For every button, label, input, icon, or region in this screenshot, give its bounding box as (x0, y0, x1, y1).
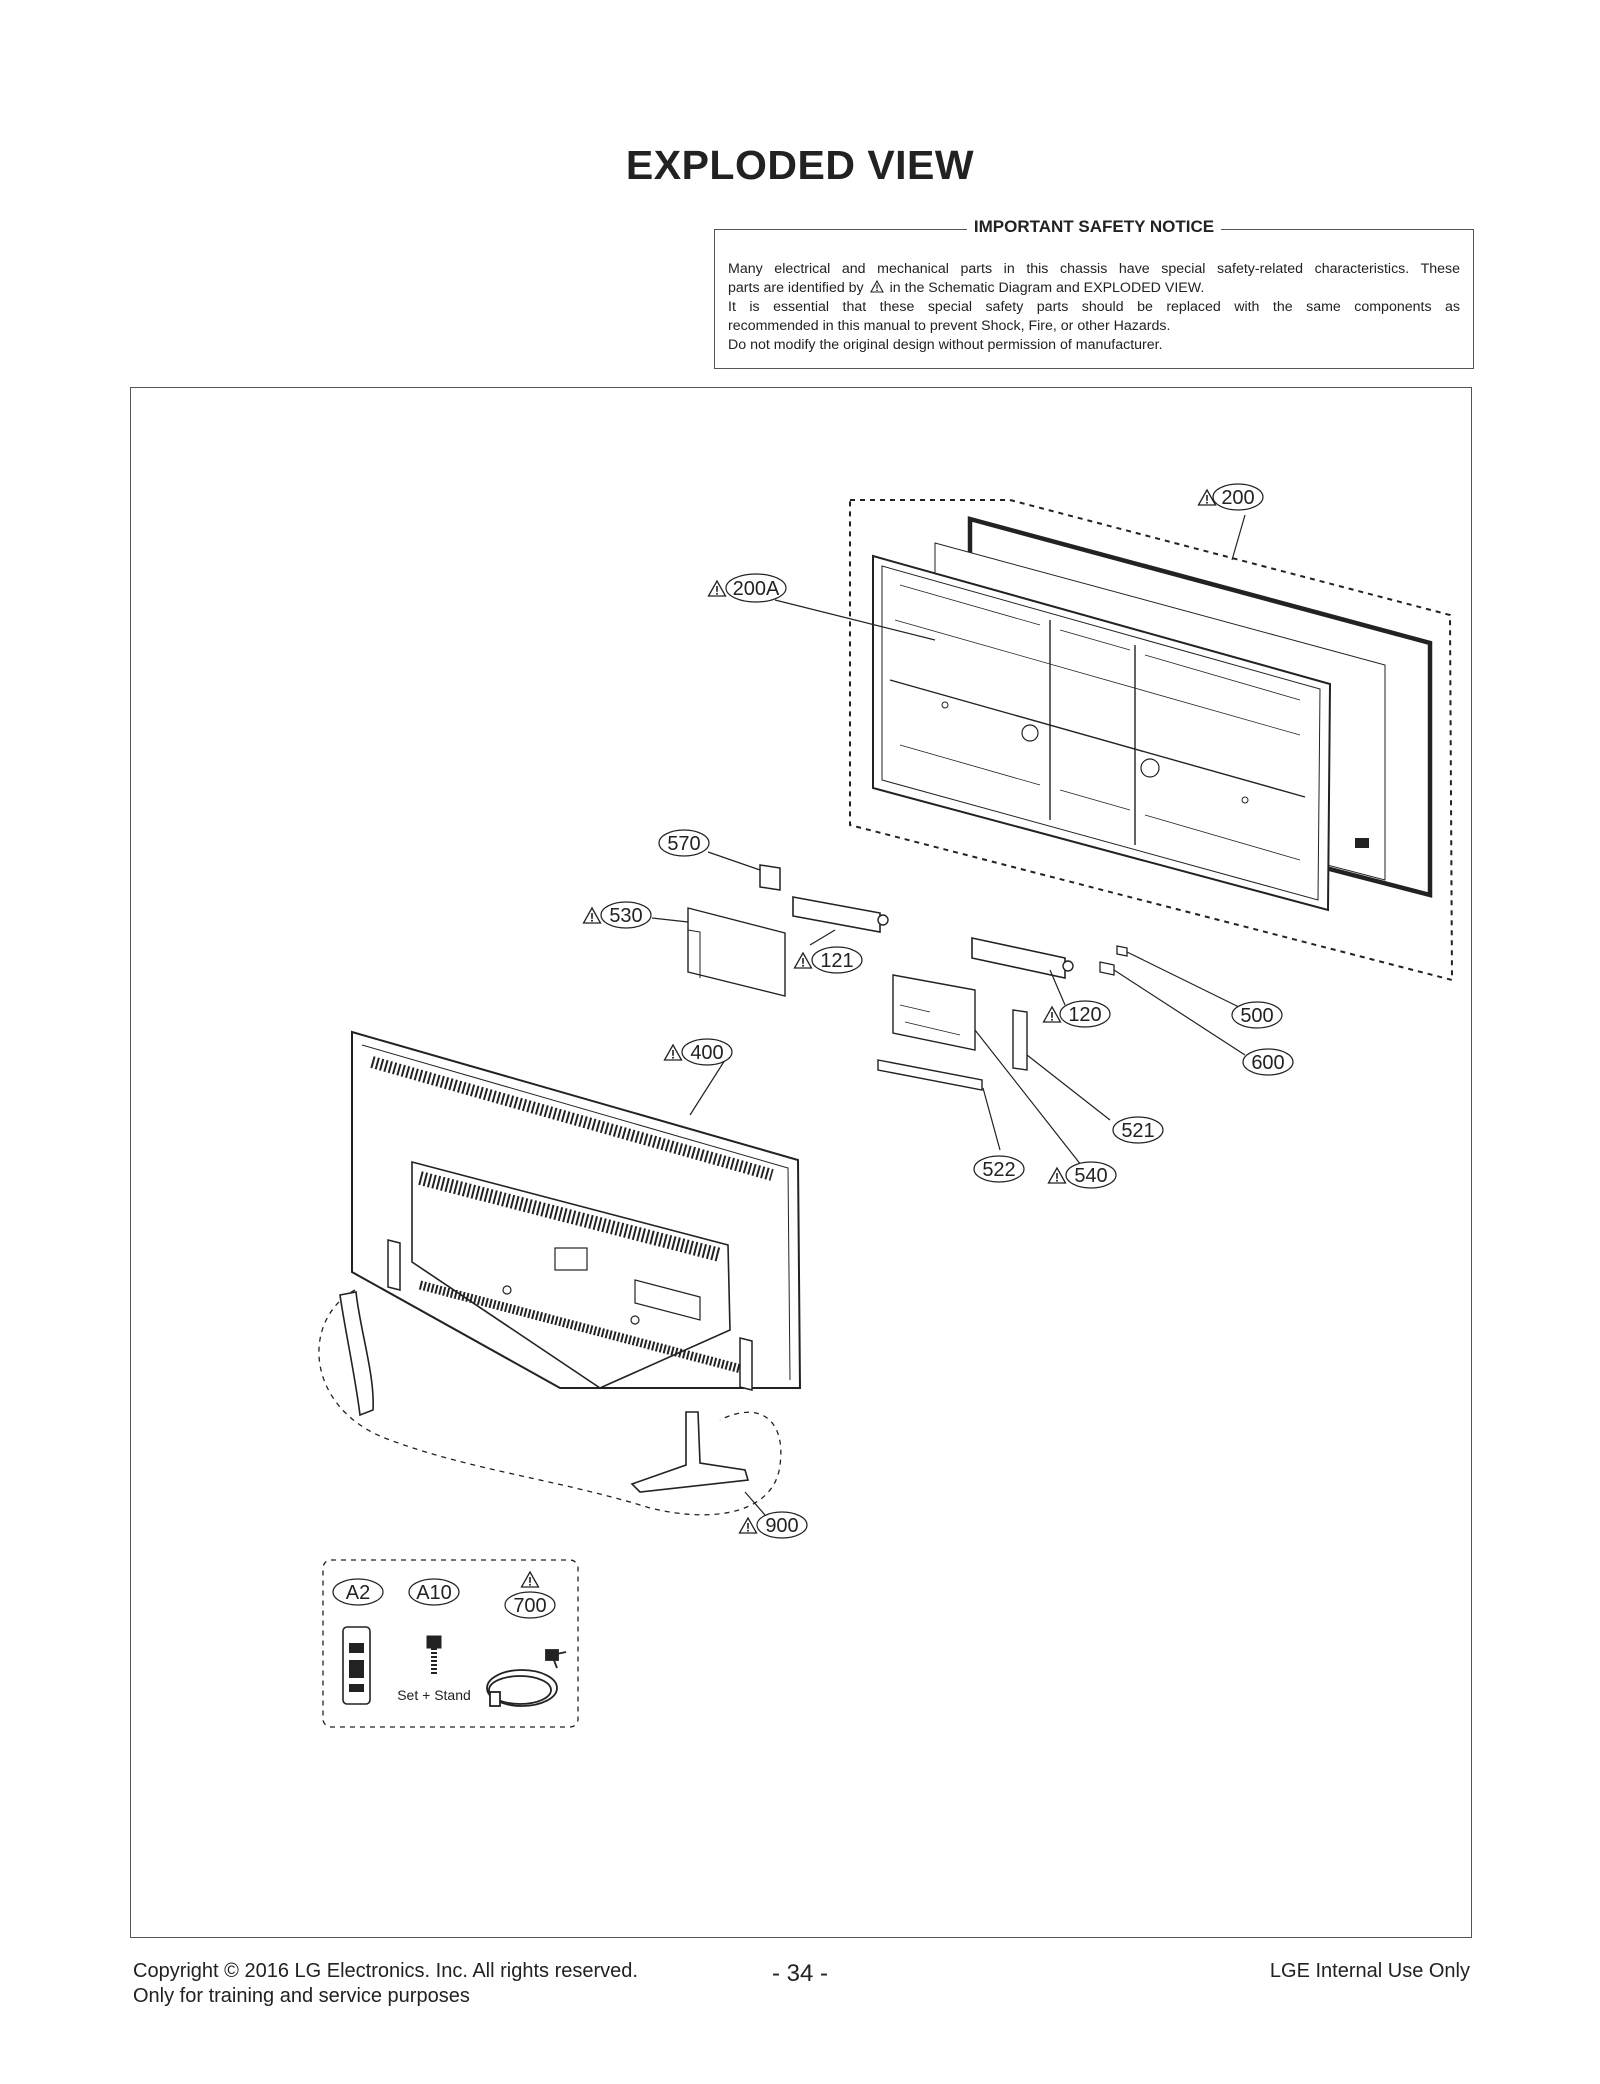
callouts: 200 200A 570 530 121 120 500 (332, 483, 1294, 1703)
part-label-600: 600 (1251, 1052, 1284, 1074)
callout-A2: A2 (332, 1578, 384, 1606)
main-board (892, 974, 976, 1051)
part-label-900: 900 (765, 1515, 798, 1537)
safety-notice-body: Many electrical and mechanical parts in … (728, 260, 1460, 355)
stand-group-outline (318, 1289, 782, 1516)
safety-notice-title: IMPORTANT SAFETY NOTICE (966, 217, 1222, 236)
small-part-600 (1099, 961, 1115, 976)
callout-200A: 200A (707, 573, 787, 603)
callout-400: 400 (663, 1038, 733, 1066)
set-stand-note: Set + Stand (397, 1687, 471, 1703)
callout-A10: A10 (408, 1578, 460, 1606)
part-label-A2: A2 (346, 1582, 370, 1604)
back-cover-vent (370, 1056, 774, 1181)
ir-receiver (759, 864, 781, 891)
safety-notice-line: recommended in this manual to prevent Sh… (728, 318, 1171, 334)
callout-200: 200 (1197, 483, 1264, 511)
stand-base (630, 1411, 750, 1493)
part-label-120: 120 (1068, 1004, 1101, 1026)
warning-icon (869, 280, 884, 293)
part-label-700: 700 (513, 1595, 546, 1617)
diagram-frame (130, 387, 1472, 1938)
safety-notice-line: Many electrical and mechanical parts in … (728, 261, 1460, 277)
speaker-bracket-120 (971, 937, 1066, 979)
callout-900: 900 (738, 1511, 808, 1539)
footer-copyright: Copyright © 2016 LG Electronics. Inc. Al… (133, 1960, 638, 1982)
screw-icon (426, 1635, 442, 1676)
accessories-group (322, 1559, 579, 1728)
board-assembly (651, 851, 1246, 1171)
bracket-522 (877, 1059, 983, 1091)
speaker-bracket-121 (792, 896, 881, 933)
power-cord (486, 1649, 567, 1707)
callout-530: 530 (582, 901, 652, 929)
callout-521: 521 (1112, 1116, 1164, 1144)
part-label-200A: 200A (733, 578, 780, 600)
side-bracket-521 (1012, 1009, 1028, 1071)
part-label-530: 530 (609, 905, 642, 927)
panel-group-outline (849, 499, 1454, 982)
part-label-540: 540 (1074, 1165, 1107, 1187)
callout-540: 540 (1047, 1161, 1117, 1189)
part-label-200: 200 (1221, 487, 1254, 509)
rear-panel (411, 1160, 731, 1389)
callout-120: 120 (1042, 1000, 1111, 1028)
callout-121: 121 (793, 946, 863, 974)
page-title: EXPLODED VIEW (625, 142, 975, 188)
part-label-A10: A10 (416, 1582, 452, 1604)
part-label-570: 570 (667, 833, 700, 855)
small-part-500 (1116, 945, 1128, 957)
backlight-chassis (872, 554, 1332, 912)
page-number: - 34 - (771, 1960, 828, 1987)
callout-600: 600 (1242, 1048, 1294, 1076)
power-board (687, 907, 786, 997)
panel-assembly (774, 499, 1454, 982)
part-label-500: 500 (1240, 1005, 1273, 1027)
footer-internal-use: LGE Internal Use Only (1269, 1960, 1470, 1982)
safety-notice-line: It is essential that these special safet… (728, 299, 1460, 315)
part-label-522: 522 (982, 1159, 1015, 1181)
part-label-521: 521 (1121, 1120, 1154, 1142)
safety-notice-line: Do not modify the original design withou… (728, 337, 1163, 353)
back-cover (351, 1030, 802, 1391)
callout-570: 570 (658, 829, 710, 857)
footer-training-note: Only for training and service purposes (133, 1985, 470, 2007)
callout-700: 700 (504, 1571, 556, 1619)
accessories-outline (322, 1559, 579, 1728)
callout-522: 522 (973, 1155, 1025, 1183)
part-label-400: 400 (690, 1042, 723, 1064)
callout-500: 500 (1231, 1001, 1283, 1029)
stand-assembly (318, 1289, 782, 1516)
stand-neck (339, 1291, 374, 1417)
part-label-121: 121 (820, 950, 853, 972)
safety-notice-box: IMPORTANT SAFETY NOTICE Many electrical … (714, 217, 1474, 369)
